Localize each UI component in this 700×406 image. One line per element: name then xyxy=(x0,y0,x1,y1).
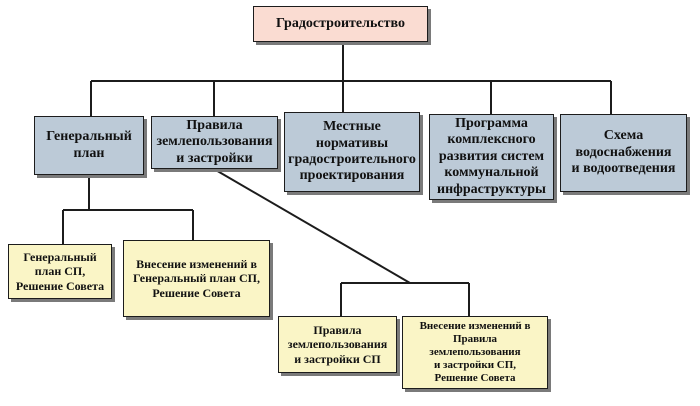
node-local-norms-label: Местные нормативы градостроительного про… xyxy=(288,119,416,184)
node-land-use-rules-sp-label: Правила землепользования и застройки СП xyxy=(287,323,388,366)
node-general-plan-label: Генеральный план xyxy=(46,129,132,161)
node-water-scheme-label: Схема водоснабжения и водоотведения xyxy=(571,128,676,177)
node-infrastructure-program-label: Программа комплексного развития систем к… xyxy=(437,116,546,197)
node-local-norms: Местные нормативы градостроительного про… xyxy=(284,112,420,192)
node-land-use-rules: Правила землепользования и застройки xyxy=(151,116,278,169)
node-general-plan-amendments: Внесение изменений в Генеральный план СП… xyxy=(123,240,270,317)
pzz-diagonal xyxy=(213,168,411,284)
root-label: Градостроительство xyxy=(276,15,405,31)
node-land-use-rules-label: Правила землепользования и застройки xyxy=(156,117,273,166)
node-general-plan-sp: Генеральный план СП, Решение Совета xyxy=(8,244,112,299)
node-land-use-rules-amendments-label: Внесение изменений в Правила землепользо… xyxy=(419,320,531,384)
node-water-scheme: Схема водоснабжения и водоотведения xyxy=(560,114,687,192)
node-land-use-rules-sp: Правила землепользования и застройки СП xyxy=(278,316,397,373)
node-infrastructure-program: Программа комплексного развития систем к… xyxy=(429,114,554,200)
root-node: Градостроительство xyxy=(253,6,428,42)
node-general-plan-amendments-label: Внесение изменений в Генеральный план СП… xyxy=(133,257,260,300)
node-general-plan-sp-label: Генеральный план СП, Решение Совета xyxy=(15,250,105,293)
node-land-use-rules-amendments: Внесение изменений в Правила землепользо… xyxy=(402,316,548,389)
node-general-plan: Генеральный план xyxy=(34,116,144,175)
